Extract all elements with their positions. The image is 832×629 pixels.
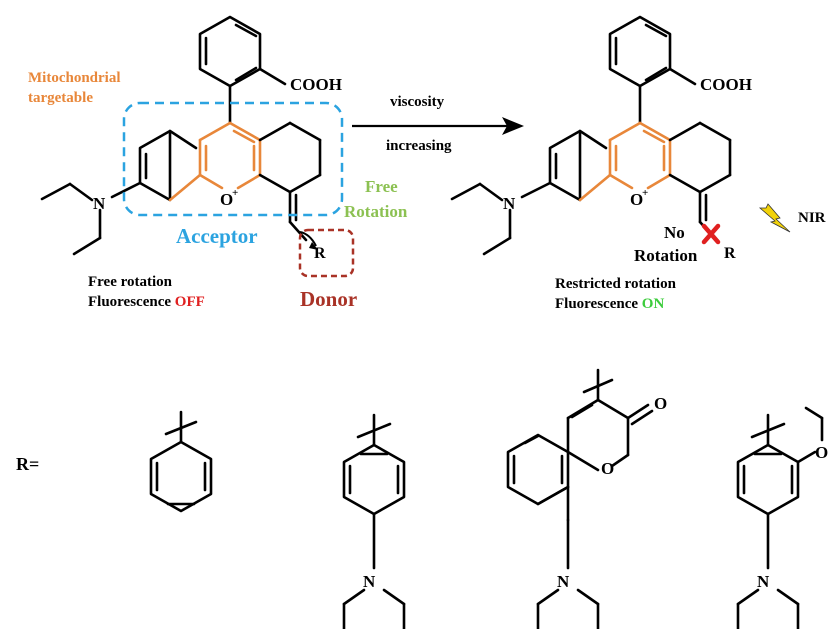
r-label-right: R [724,245,736,262]
r-group-coumarin: O O N [506,368,667,629]
acceptor-label: Acceptor [176,224,258,248]
free-rotation-caption: Free rotation [88,274,173,290]
left-molecule: COOH O + N R [40,15,342,262]
plus-charge-right: + [642,187,648,199]
amine-label-right: N [503,194,516,213]
cooh-label-left: COOH [290,75,342,94]
amine-label-r2: N [363,572,376,591]
lightning-icon [758,203,791,233]
increasing-label: increasing [386,138,452,154]
cooh-label-right: COOH [700,75,752,94]
restricted-rotation-caption: Restricted rotation [555,276,677,292]
fluorescence-on-caption: Fluorescence ON [555,296,664,312]
targetable-label: targetable [28,90,93,106]
fluorescence-off-caption: Fluorescence OFF [88,294,205,310]
methoxy-oxygen-label: O [815,443,828,462]
carbonyl-oxygen-label: O [654,394,667,413]
blocked-rotation-icon [701,223,721,245]
r-group-phenyl [149,410,213,513]
donor-label: Donor [300,287,357,311]
no-label: No [664,223,685,242]
right-molecule: COOH O + N R [450,15,752,262]
r-label-left: R [314,245,326,262]
nir-label: NIR [798,210,826,226]
rotation-label-green: Rotation [344,202,408,221]
mitochondrial-label: Mitochondrial [28,70,121,86]
viscosity-label: viscosity [390,94,445,110]
oxonium-label-left: O [220,190,233,209]
plus-charge-left: + [232,187,238,199]
acceptor-box [122,101,344,217]
free-label: Free [365,177,398,196]
amine-label-r3: N [557,572,570,591]
r-group-methoxyphenyl: O N [736,406,828,629]
r-group-piperidinyl-phenyl: N [342,413,406,629]
amine-label-left: N [93,194,106,213]
r-equals-label: R= [16,454,39,474]
no-rotation-label: Rotation [634,246,698,265]
amine-label-r4: N [757,572,770,591]
donor-box [298,228,355,278]
oxonium-label-right: O [630,190,643,209]
ring-oxygen-label: O [601,459,614,478]
